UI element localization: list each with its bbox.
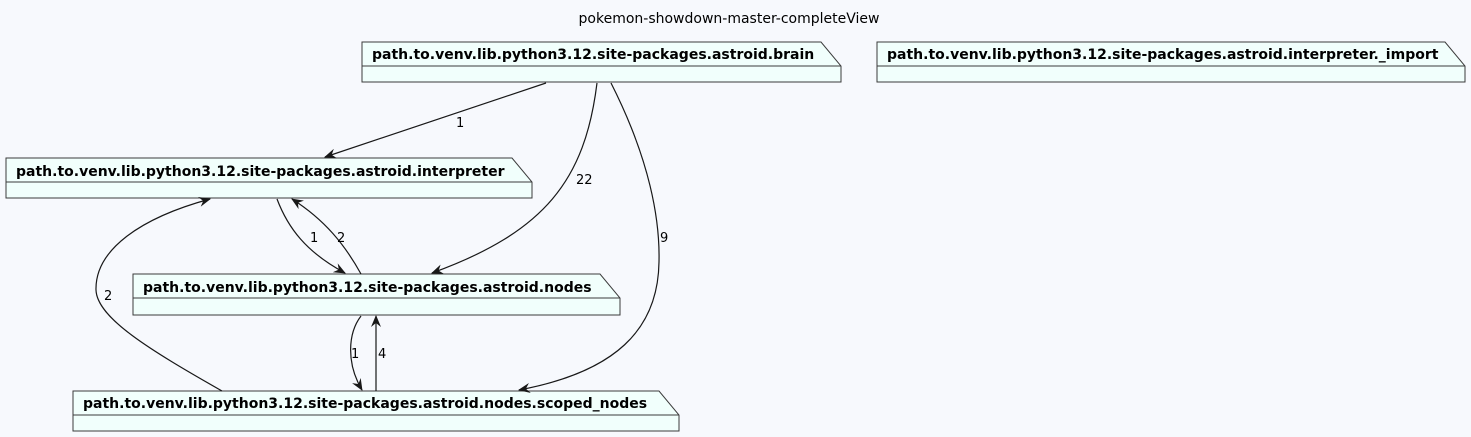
package-nodes[interactable]: path.to.venv.lib.python3.12.site-package… [132,273,621,316]
package-scoped-nodes[interactable]: path.to.venv.lib.python3.12.site-package… [72,390,680,432]
edge-scoped-nodes-to-interpreter [95,197,223,392]
edge-label-nodes-to-scoped-nodes: 1 [351,347,359,362]
edge-brain-to-nodes [431,82,598,274]
edge-label-nodes-to-interpreter: 2 [337,231,345,246]
package-interpreter-import-label: path.to.venv.lib.python3.12.site-package… [887,47,1439,63]
package-nodes-label: path.to.venv.lib.python3.12.site-package… [143,280,592,296]
edge-label-brain-to-interpreter: 1 [456,116,464,131]
edge-interpreter-to-nodes [276,198,346,274]
edge-nodes-to-scoped-nodes [350,315,363,391]
edge-brain-to-scoped-nodes [518,82,660,393]
edge-label-interpreter-to-nodes: 1 [310,231,318,246]
package-brain[interactable]: path.to.venv.lib.python3.12.site-package… [361,41,842,83]
edge-nodes-to-interpreter [291,198,362,275]
package-scoped-nodes-label: path.to.venv.lib.python3.12.site-package… [83,396,647,412]
package-brain-label: path.to.venv.lib.python3.12.site-package… [372,47,814,63]
package-interpreter-label: path.to.venv.lib.python3.12.site-package… [16,164,505,180]
package-interpreter[interactable]: path.to.venv.lib.python3.12.site-package… [5,157,533,199]
edge-label-brain-to-scoped-nodes: 9 [660,231,668,246]
edge-brain-to-interpreter [324,82,547,159]
edge-label-scoped-nodes-to-nodes: 4 [378,347,386,362]
package-interpreter-import[interactable]: path.to.venv.lib.python3.12.site-package… [876,41,1466,83]
edge-label-brain-to-nodes: 22 [576,173,593,188]
diagram-title: pokemon-showdown-master-completeView [579,11,880,27]
edge-label-scoped-nodes-to-interpreter: 2 [104,289,112,304]
